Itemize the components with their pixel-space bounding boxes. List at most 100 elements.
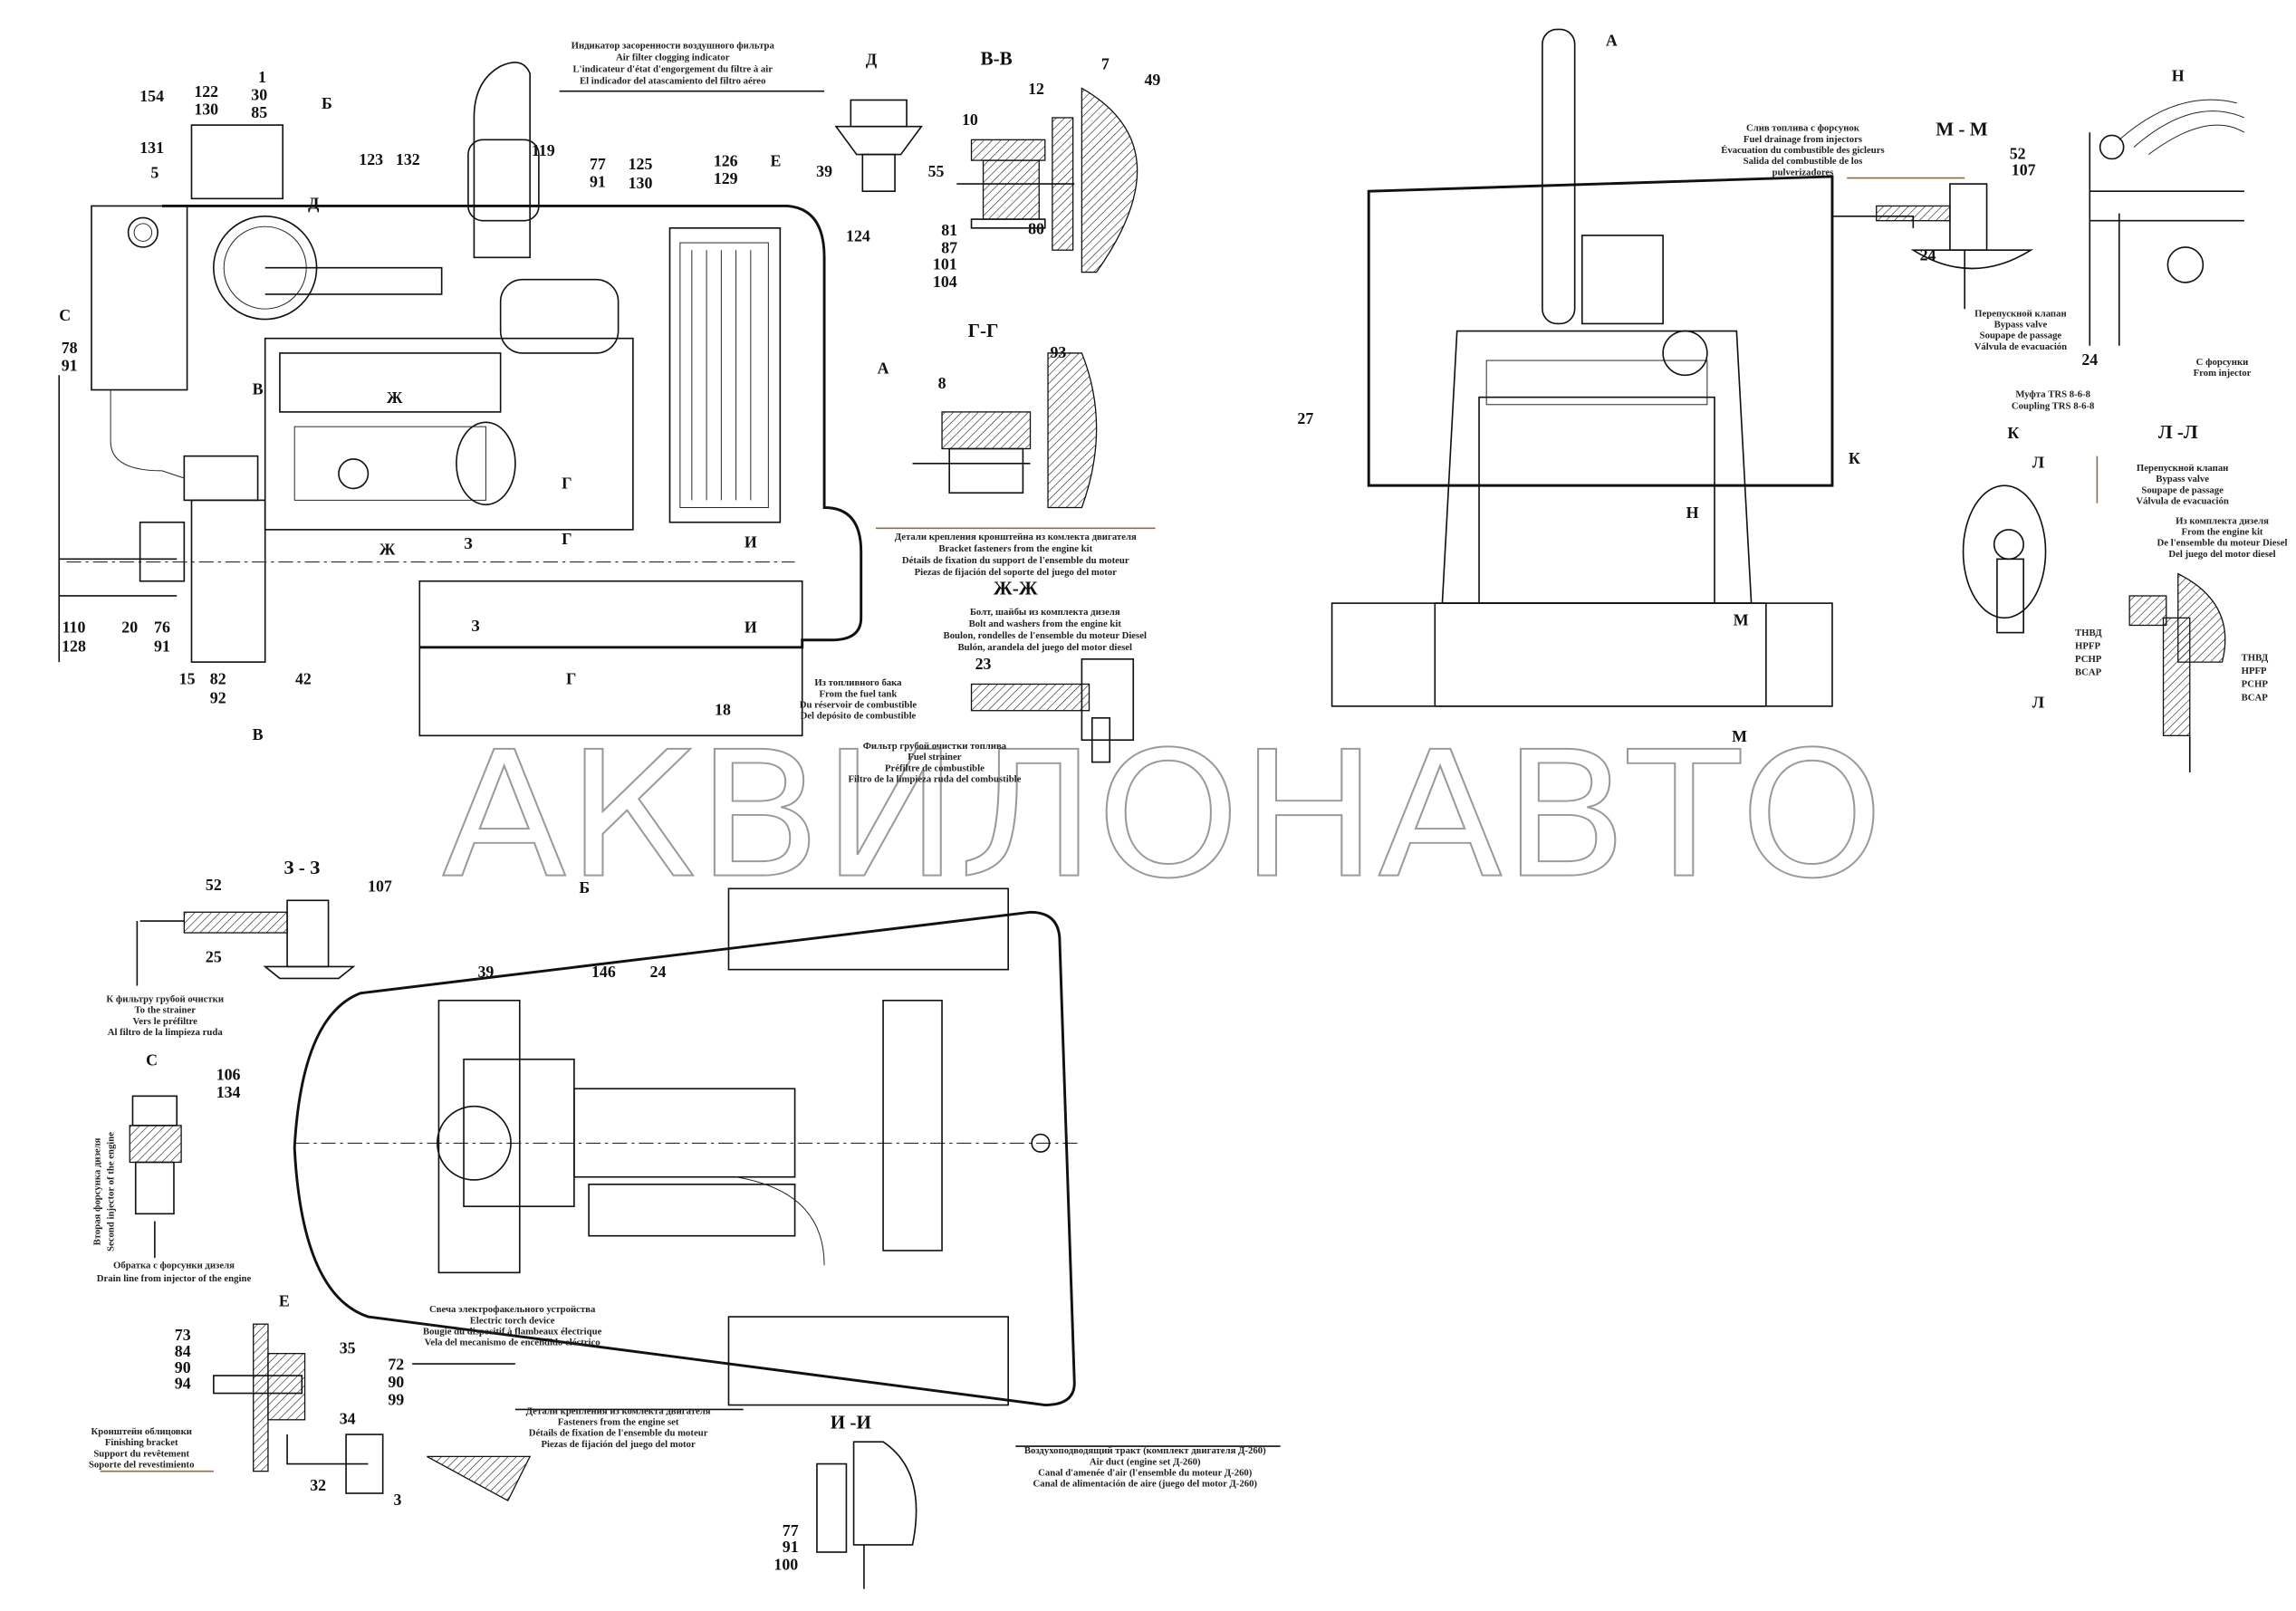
front-view-a: [1331, 28, 1915, 707]
pump-ll-note-line: BCAP: [2242, 692, 2269, 703]
main-view-callout: 119: [532, 141, 555, 159]
engine-kit-ll-note-line: From the engine kit: [2181, 527, 2262, 538]
bb-view-callout: 81: [941, 221, 957, 239]
bypass-valve-h-note-line: Válvula de evacuación: [1974, 341, 2067, 352]
main-view-callout: 1: [258, 68, 266, 86]
main-view-callout: 78: [62, 339, 78, 357]
main-view-callout: 77: [590, 155, 606, 173]
main-view-callout: 76: [154, 619, 170, 637]
fuel-strainer-note-line: Fuel strainer: [908, 752, 961, 762]
bypass-valve-ll-note-line: Bypass valve: [2156, 474, 2209, 484]
bb-view-callout: 7: [1101, 54, 1110, 72]
from-fuel-tank-note-line: Del depósito de combustible: [801, 711, 917, 722]
ii-view-callout: 77: [783, 1521, 799, 1539]
gg-view-callout: 93: [1050, 343, 1066, 361]
zhzh-view-callout: 23: [975, 655, 992, 673]
pump-ll-note-line: HPFP: [2242, 666, 2267, 676]
bb-view-callout: 104: [933, 273, 957, 291]
section-mm-view: [1876, 183, 2034, 310]
bb-view-callout: 12: [1028, 80, 1044, 98]
a-view-callout: Н: [1686, 503, 1699, 522]
main-view-callout: 126: [714, 152, 738, 170]
bolt-washers-note-line: Bolt and washers from the engine kit: [969, 619, 1122, 629]
d-view-callout: Д: [866, 50, 878, 68]
bb-view-callout: 87: [941, 238, 957, 256]
k-view-callout: К: [2007, 424, 2019, 442]
fasteners-engine-set-note-line: Fasteners from the engine set: [558, 1416, 679, 1427]
coupling-note-line: Coupling TRS 8-6-8: [2012, 401, 2095, 412]
bolt-washers-note-line: Болт, шайбы из комплекта дизеля: [970, 607, 1120, 618]
e-view-callout: 32: [310, 1476, 326, 1494]
zz-view-callout: З - З: [283, 857, 320, 878]
main-view-callout: 154: [139, 87, 164, 105]
air-filter-indicator-note-line: El indicador del atascamiento del filtro…: [580, 76, 765, 87]
main-view-callout: 124: [846, 226, 870, 245]
main-view-callout: 42: [295, 669, 312, 687]
e-view-callout: Е: [279, 1292, 290, 1310]
section-c-view: [129, 1095, 182, 1259]
electric-torch-note-line: Electric torch device: [470, 1315, 555, 1326]
section-h-view: [2089, 99, 2245, 346]
bypass-valve-ll-note-line: Soupape de passage: [2141, 484, 2224, 495]
main-view-callout: 125: [629, 155, 653, 173]
bracket-fasteners-note-line: Bracket fasteners from the engine kit: [938, 543, 1092, 554]
fuel-strainer-note-line: Фильтр грубой очистки топлива: [863, 741, 1007, 752]
main-view-callout: В: [253, 725, 264, 743]
b-view-callout: 146: [591, 963, 616, 981]
main-view-callout: А: [878, 360, 889, 378]
main-view-callout: 82: [210, 669, 226, 687]
main-view-callout: 85: [251, 103, 267, 121]
to-strainer-note-line: To the strainer: [134, 1005, 196, 1016]
section-e-view: [213, 1323, 532, 1502]
top-view-b: [293, 887, 1082, 1407]
main-view-callout: Г: [566, 669, 576, 687]
fasteners-engine-set-note-line: Détails de fixation de l'ensemble du mot…: [529, 1428, 708, 1439]
main-view-callout: 123: [359, 150, 383, 168]
mm-view-callout: 24: [1920, 246, 1936, 264]
air-duct-note-line: Air duct (engine set Д-260): [1090, 1456, 1201, 1467]
finishing-bracket-note-line: Finishing bracket: [105, 1437, 178, 1448]
from-injector-note-line: С форсунки: [2196, 357, 2249, 368]
main-view-callout: 110: [62, 619, 86, 637]
main-view-callout: 130: [194, 101, 218, 119]
section-zz-view: [136, 899, 356, 986]
h-view-callout: 24: [2081, 350, 2098, 369]
c-view-callout: 106: [216, 1065, 241, 1083]
main-view-callout: 131: [139, 139, 164, 157]
main-view-callout: В: [253, 379, 264, 398]
a-view-callout: А: [1606, 31, 1618, 49]
e-view-callout: 3: [393, 1491, 401, 1509]
main-view-callout: 92: [210, 689, 226, 707]
pump-k-note-line: ТНВД: [2075, 628, 2102, 638]
to-strainer-note-line: Al filtro de la limpieza ruda: [108, 1027, 224, 1038]
main-view-callout: 15: [179, 669, 196, 687]
gg-view-callout: Г-Г: [968, 320, 999, 341]
mm-view-callout: М - М: [1936, 118, 1988, 139]
fuel-drainage-note-line: Fuel drainage from injectors: [1744, 134, 1862, 145]
e-view-callout: 94: [175, 1375, 191, 1393]
h-view-callout: Н: [2172, 66, 2185, 84]
finishing-bracket-note-line: Support du revêtement: [93, 1448, 189, 1459]
zhzh-view-callout: Ж-Ж: [994, 577, 1038, 599]
ll-view-callout: Л -Л: [2158, 421, 2198, 443]
from-fuel-tank-note-line: From the fuel tank: [820, 688, 898, 699]
air-duct-note-line: Воздухоподводящий тракт (комплект двигат…: [1024, 1445, 1266, 1456]
ii-view-callout: 100: [773, 1556, 798, 1574]
bolt-washers-note-line: Bulón, arandela del juego del motor dies…: [958, 642, 1132, 653]
e-view-callout: 99: [388, 1391, 404, 1409]
section-gg-view: [912, 352, 1098, 509]
main-view-callout: И: [745, 532, 757, 551]
main-view-callout: Г: [562, 474, 572, 492]
pump-k-note-line: РСНР: [2075, 654, 2102, 665]
c-view-callout: 134: [216, 1083, 241, 1101]
fasteners-engine-set-note-line: Piezas de fijación del juego del motor: [541, 1439, 696, 1450]
coupling-note-line: Муфта TRS 8-6-8: [2015, 389, 2090, 400]
a-view-callout: М: [1732, 727, 1747, 745]
a-view-callout: М: [1734, 610, 1749, 628]
bolt-washers-note-line: Boulon, rondelles de l'ensemble du moteu…: [944, 630, 1147, 641]
notes: Индикатор засоренности воздушного фильтр…: [89, 41, 2287, 1490]
bb-view-callout: 55: [928, 162, 945, 180]
bb-view-callout: 80: [1028, 219, 1044, 237]
main-view-callout: 91: [590, 172, 606, 190]
